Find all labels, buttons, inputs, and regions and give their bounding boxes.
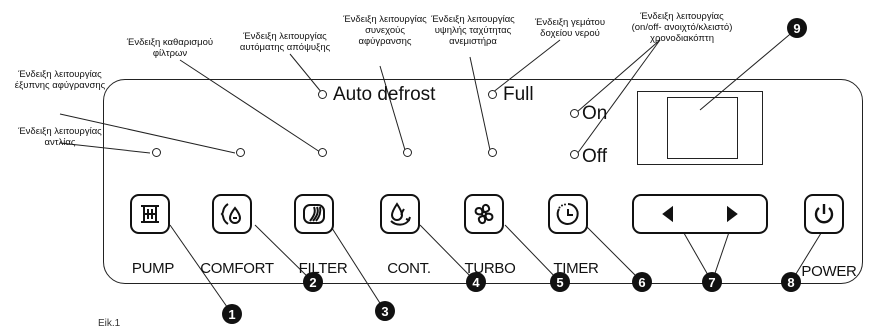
badge-2: 2 bbox=[303, 272, 323, 292]
comfort-label: COMFORT bbox=[200, 260, 274, 277]
comfort-icon bbox=[220, 203, 242, 225]
badge-6: 6 bbox=[632, 272, 652, 292]
pump-icon bbox=[141, 205, 159, 223]
continuous-icon bbox=[390, 202, 411, 226]
badge-8: 8 bbox=[781, 272, 801, 292]
full-label: Full bbox=[503, 84, 534, 105]
display-frame bbox=[637, 91, 763, 165]
pump-label: PUMP bbox=[131, 260, 175, 277]
filter-icon bbox=[303, 204, 325, 224]
right-arrow-icon[interactable] bbox=[727, 205, 738, 223]
badge-5: 5 bbox=[550, 272, 570, 292]
timer-button[interactable] bbox=[548, 194, 588, 234]
figure-label: Eik.1 bbox=[98, 318, 121, 329]
pump-led bbox=[152, 148, 161, 157]
callout-timer-indicator: Ένδειξη λειτουργίας (on/off- ανοιχτό/κλε… bbox=[631, 11, 733, 44]
comfort-button[interactable] bbox=[212, 194, 252, 234]
timer-off-led bbox=[570, 150, 579, 159]
power-button[interactable] bbox=[804, 194, 844, 234]
timer-on-label: On bbox=[582, 103, 608, 124]
callout-defrost-indicator: Ένδειξη λειτουργίας αυτόματης απόψυξης bbox=[239, 31, 331, 53]
fan-icon bbox=[474, 203, 494, 225]
filter-led bbox=[318, 148, 327, 157]
left-right-arrows-icon bbox=[662, 205, 738, 223]
display-screen bbox=[667, 97, 738, 159]
power-label: POWER bbox=[801, 263, 857, 280]
timer-on-led bbox=[570, 109, 579, 118]
arrows-button bbox=[632, 194, 768, 234]
callout-pump-indicator: Ένδειξη λειτουργίας αντλίας bbox=[18, 126, 102, 148]
callout-filter-indicator: Ένδειξη καθαρισμού φίλτρων bbox=[126, 37, 214, 59]
power-icon bbox=[814, 204, 834, 224]
badge-7: 7 bbox=[702, 272, 722, 292]
turbo-button[interactable] bbox=[464, 194, 504, 234]
auto-defrost-led bbox=[318, 90, 327, 99]
cont-button[interactable] bbox=[380, 194, 420, 234]
callout-cont-indicator: Ένδειξη λειτουργίας συνεχούς αφύγρανσης bbox=[343, 14, 427, 47]
filter-button[interactable] bbox=[294, 194, 334, 234]
left-arrow-icon[interactable] bbox=[662, 205, 673, 223]
badge-1: 1 bbox=[222, 304, 242, 324]
turbo-led bbox=[488, 148, 497, 157]
cont-label: CONT. bbox=[387, 260, 431, 277]
cont-led bbox=[403, 148, 412, 157]
full-led bbox=[488, 90, 497, 99]
callout-turbo-indicator: Ένδειξη λειτουργίας υψηλής ταχύτητας ανε… bbox=[431, 14, 515, 47]
callout-smart-indicator: Ένδειξη λειτουργίας έξυπνης αφύγρανσης bbox=[14, 69, 106, 91]
timer-icon bbox=[556, 203, 579, 225]
pump-button[interactable] bbox=[130, 194, 170, 234]
callout-full-indicator: Ένδειξη γεμάτου δοχείου νερού bbox=[534, 17, 606, 39]
comfort-led bbox=[236, 148, 245, 157]
auto-defrost-label: Auto defrost bbox=[333, 84, 436, 105]
badge-3: 3 bbox=[375, 301, 395, 321]
timer-off-label: Off bbox=[582, 146, 607, 167]
badge-9: 9 bbox=[787, 18, 807, 38]
badge-4: 4 bbox=[466, 272, 486, 292]
